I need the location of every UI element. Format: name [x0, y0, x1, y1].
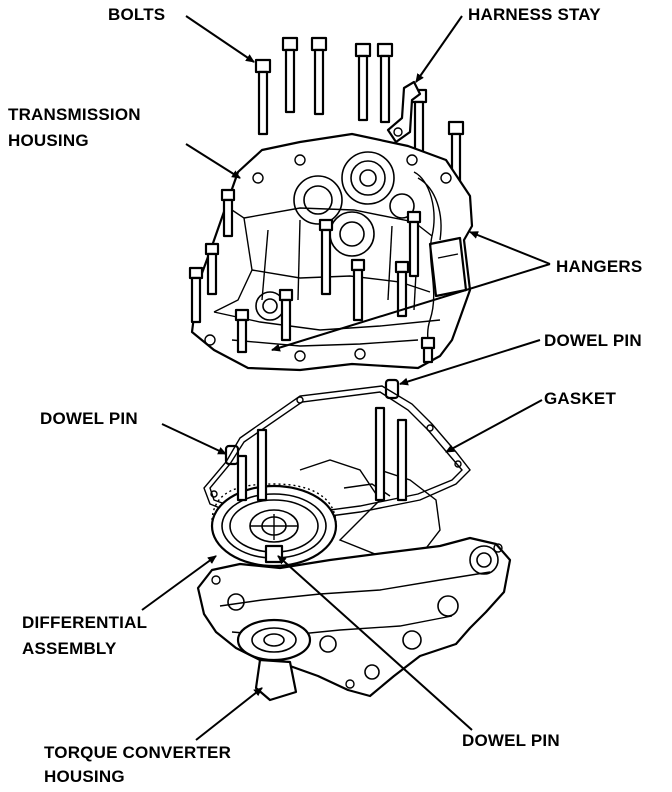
torque-converter-housing-part	[196, 406, 512, 702]
dowel-pin-left-label: DOWEL PIN	[40, 409, 138, 428]
bolts-group	[254, 36, 465, 206]
bolt	[254, 58, 272, 136]
harness-stay-part	[386, 80, 422, 144]
torque-converter-housing-leader	[195, 687, 263, 741]
transmission-housing-part	[188, 132, 474, 372]
gasket-label: GASKET	[544, 389, 617, 408]
hangers-leader-upper	[469, 231, 551, 265]
dowel-pin-bottom-label: DOWEL PIN	[462, 731, 560, 750]
hangers-leader-lower	[271, 263, 551, 352]
transmission-housing-label-line1: TRANSMISSION	[8, 105, 141, 124]
gasket-leader	[445, 399, 543, 453]
bolt	[281, 36, 299, 114]
leader-lines	[141, 15, 551, 741]
bolt	[354, 42, 372, 122]
bolt	[376, 42, 394, 124]
bolt	[310, 36, 328, 116]
torque-converter-housing-label-line1: TORQUE CONVERTER	[44, 743, 232, 762]
torque-converter-housing-label-line2: HOUSING	[44, 767, 125, 786]
hangers-label: HANGERS	[556, 257, 643, 276]
bolts-leader	[185, 15, 255, 63]
differential-assembly-label-line1: DIFFERENTIAL	[22, 613, 148, 632]
gasket-part	[203, 385, 471, 521]
transmission-housing-leader	[185, 143, 241, 179]
dowel-pin-right-leader	[399, 339, 541, 386]
harness-stay-label: HARNESS STAY	[468, 5, 601, 24]
differential-assembly-part	[210, 483, 338, 568]
differential-assembly-leader	[141, 555, 217, 611]
dowel-pin-bottom-leader	[277, 555, 473, 731]
bolts-label: BOLTS	[108, 5, 166, 24]
differential-assembly-label-line2: ASSEMBLY	[22, 639, 117, 658]
dowel-pin-right-label: DOWEL PIN	[544, 331, 642, 350]
harness-stay-leader	[415, 15, 463, 83]
dowel-pin-left-leader	[161, 423, 227, 455]
transmission-housing-label-line2: HOUSING	[8, 131, 89, 150]
